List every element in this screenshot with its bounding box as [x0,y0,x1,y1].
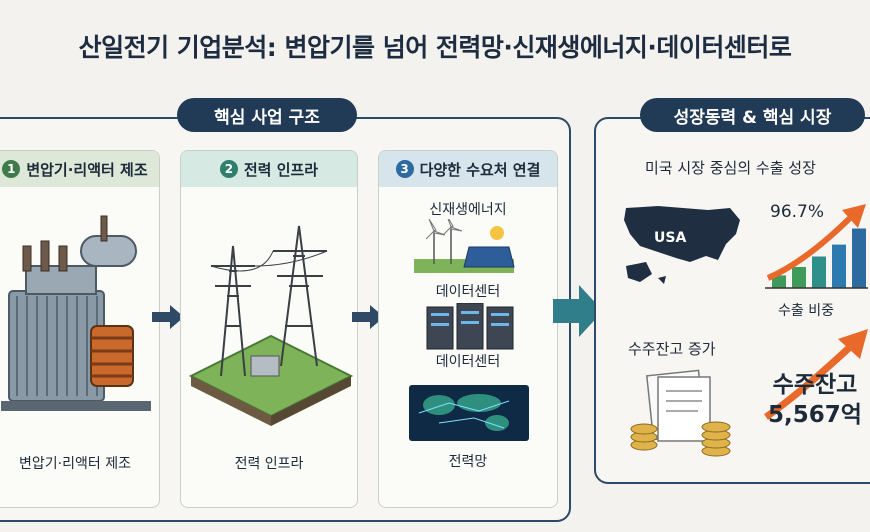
export-heading: 미국 시장 중심의 수출 성장 [645,159,816,177]
power-grid-label: 전력망 [448,454,488,470]
demand-header-text: 다양한 수요처 연결 [419,160,541,179]
contract-coins-icon [630,369,731,457]
growth-panel [594,117,870,484]
transformer-icon [1,215,151,411]
usa-map-icon [624,206,740,284]
arrow-right-icon [553,285,603,337]
transformer-footer: 변압기·리액터 제조 [19,456,131,472]
transformer-header-text: 변압기·리액터 제조 [26,160,148,179]
power-infra-header-text: 전력 인프라 [243,160,319,179]
server-rack-icon [426,303,514,350]
growth-arrow-icon [764,329,868,420]
step-number-1: 1 [2,160,21,178]
export-bar-2 [792,267,806,288]
export-bar-5 [852,228,866,288]
export-bar-chart [765,204,868,289]
export-bar-4 [832,244,846,288]
arrow-right-icon [152,305,184,329]
demand-column: 3 다양한 수요처 연결 신재생에너지 데이터센터 데이터센터 전력망 [378,150,558,508]
export-percent: 96.7% [770,202,825,222]
export-bar-3 [812,256,826,288]
power-infra-column-header: 2 전력 인프라 [181,151,357,187]
power-tower-icon [188,225,354,426]
usa-label: USA [654,230,687,246]
page-title: 산일전기 기업분석: 변압기를 넘어 전력망·신재생에너지·데이터센터로 [78,33,792,62]
datacenter-label-2: 데이터센터 [435,354,501,370]
backlog-label: 수주잔고 [772,372,858,398]
datacenter-label: 데이터센터 [435,284,501,300]
step-number-2: 2 [219,160,238,178]
transformer-column: 1 변압기·리액터 제조 변압기·리액터 제조 [0,150,160,508]
step-number-3: 3 [395,160,414,178]
arrowhead-icon [842,204,866,228]
power-infra-footer: 전력 인프라 [234,456,304,472]
demand-column-header: 3 다양한 수요처 연결 [379,151,557,187]
backlog-value: 5,567억 [768,402,862,428]
export-chart-label: 수출 비중 [778,303,834,319]
power-grid-map-icon [409,385,529,441]
arrow-right-icon [352,305,384,329]
growth-label: 성장동력 & 핵심 시장 [640,98,865,132]
transformer-column-header: 1 변압기·리액터 제조 [0,151,159,187]
power-infra-column: 2 전력 인프라 전력 인프라 [180,150,358,508]
renewable-label: 신재생에너지 [429,202,507,218]
wind-solar-icon [414,219,515,273]
growth-trend-arrow [766,215,853,281]
core-business-label: 핵심 사업 구조 [177,98,357,132]
backlog-heading: 수주잔고 증가 [628,340,716,358]
export-bar-1 [772,275,786,288]
